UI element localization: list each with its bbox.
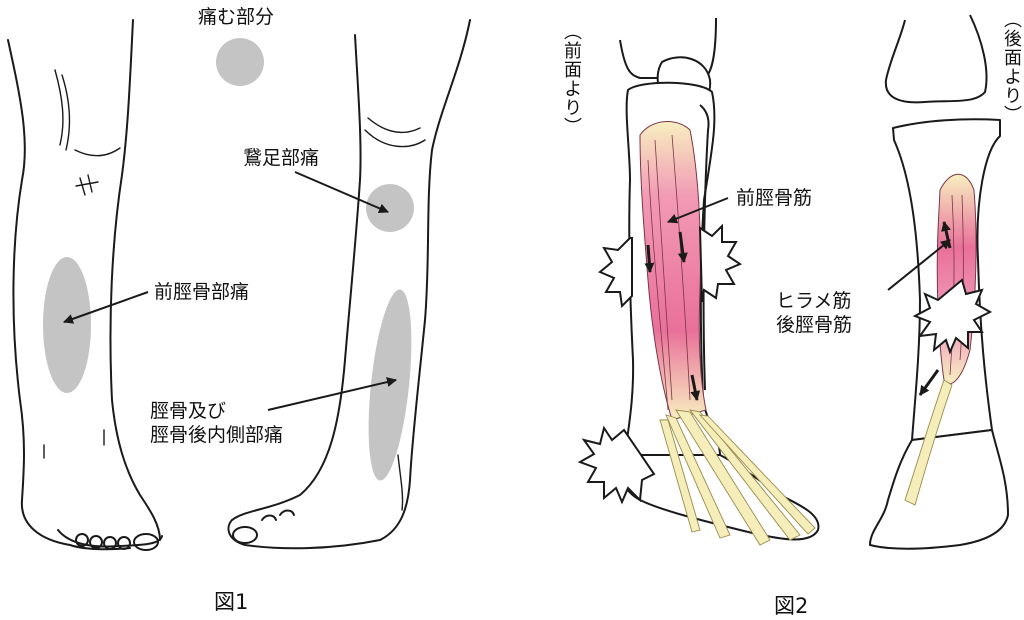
tibial-medial-label-line1: 脛骨及び bbox=[150, 400, 227, 422]
tibial-medial-label: 脛骨及び 脛骨後内側部痛 bbox=[150, 400, 283, 448]
back-muscles-label-line1: ヒラメ筋 bbox=[776, 290, 852, 312]
figure1-arrows bbox=[63, 171, 397, 411]
figure2-caption: 図2 bbox=[774, 594, 809, 618]
pes-anserine-label: 鵞足部痛 bbox=[243, 147, 320, 169]
pain-burst-icon-right bbox=[698, 223, 743, 303]
anterior-tibial-pain-area bbox=[43, 257, 91, 393]
femur-back bbox=[884, 14, 988, 104]
left-leg-outline bbox=[7, 39, 71, 546]
figure1-legs bbox=[7, 19, 471, 551]
tibialis-anterior-muscle bbox=[639, 121, 707, 421]
tibial-medial-arrow bbox=[267, 377, 397, 411]
left-toes-icon bbox=[75, 533, 159, 551]
back-muscles-label: ヒラメ筋 後脛骨筋 bbox=[776, 290, 852, 338]
back-muscles-label-line2: 後脛骨筋 bbox=[776, 313, 853, 336]
tibial-medial-pain-area bbox=[368, 289, 412, 481]
pes-anserine-pain-area bbox=[366, 184, 414, 232]
right-leg-outline bbox=[231, 34, 362, 521]
front-pain-bursts bbox=[577, 223, 743, 505]
right-foot-outline bbox=[227, 519, 381, 550]
back-muscles-arrow bbox=[887, 239, 951, 291]
figure1-caption: 図1 bbox=[214, 590, 249, 614]
front-tendons bbox=[659, 409, 816, 546]
back-view-label: （後面より） bbox=[1001, 10, 1022, 124]
legend-pain-swatch bbox=[216, 38, 264, 86]
back-pain-burst-icon bbox=[912, 278, 993, 355]
anterior-tibial-arrow bbox=[63, 291, 149, 324]
tibialis-anterior-arrow bbox=[667, 197, 729, 224]
fibula-front bbox=[699, 104, 710, 391]
foot-back bbox=[869, 429, 1009, 550]
legend-label: 痛む部分 bbox=[198, 6, 275, 28]
pes-anserine-arrow bbox=[294, 171, 389, 214]
front-view-label: （前面より） bbox=[561, 22, 582, 136]
anterior-tibial-label: 前脛骨部痛 bbox=[154, 281, 250, 303]
tibial-medial-label-line2: 脛骨後内側部痛 bbox=[150, 423, 284, 446]
pain-burst-icon-upper bbox=[598, 237, 633, 309]
tibialis-anterior-label: 前脛骨筋 bbox=[736, 187, 813, 209]
left-foot-outline bbox=[57, 529, 163, 548]
pain-burst-icon-lower bbox=[577, 425, 656, 505]
front-motion-arrows bbox=[644, 231, 701, 401]
right-toes-icon bbox=[232, 509, 295, 544]
